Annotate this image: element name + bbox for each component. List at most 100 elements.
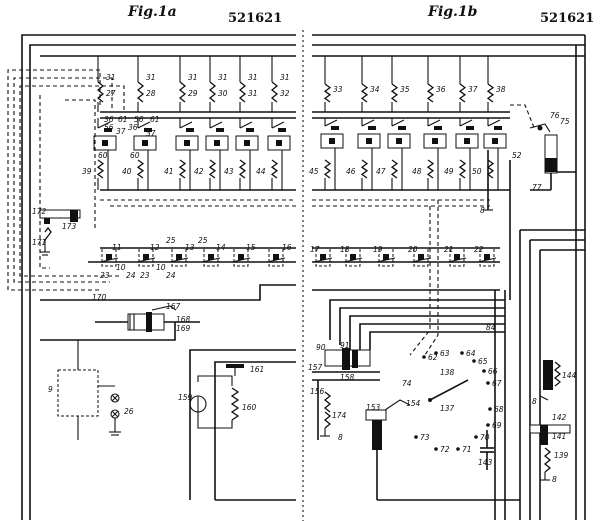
svg-text:137: 137 — [440, 404, 455, 413]
ref-47: 47 — [376, 167, 386, 176]
ref-32: 32 — [280, 89, 290, 98]
svg-text:173: 173 — [62, 222, 77, 231]
coil-46 — [362, 160, 367, 178]
ref-30: 30 — [218, 89, 228, 98]
svg-text:91: 91 — [340, 341, 350, 350]
ref-67: 67 — [492, 379, 502, 388]
svg-text:74: 74 — [402, 379, 412, 388]
contact-63 — [434, 351, 438, 355]
fig1a-lower-coils: 394041424344 — [82, 160, 277, 190]
ref-relay-b-10: 10 — [116, 263, 126, 272]
ref-42: 42 — [194, 167, 204, 176]
svg-text:154: 154 — [406, 399, 421, 408]
coil-31 — [240, 82, 245, 102]
ref-35: 35 — [400, 85, 410, 94]
relay-167-assembly — [40, 285, 296, 340]
ref-34: 34 — [370, 85, 380, 94]
svg-text:172: 172 — [32, 207, 47, 216]
ref-contact-29: 31 — [188, 73, 198, 82]
ref-69: 69 — [492, 421, 502, 430]
ref-48: 48 — [412, 167, 422, 176]
ref-relay-b-10: 10 — [156, 263, 166, 272]
contact-70 — [474, 435, 478, 439]
svg-text:138: 138 — [440, 368, 455, 377]
svg-text:139: 139 — [554, 451, 569, 460]
coil-34 — [362, 84, 367, 102]
ref-relay-21: 21 — [444, 245, 454, 254]
relay-144 — [540, 360, 560, 400]
svg-text:8: 8 — [480, 206, 485, 215]
ref-bank-60: 60 — [98, 151, 108, 160]
ref-40: 40 — [122, 167, 132, 176]
fig1a-relay-row: 1112132525141516231024231024 — [100, 236, 292, 280]
fig1b-switch-bank — [321, 118, 506, 190]
ref-43: 43 — [224, 167, 234, 176]
coil-32 — [272, 82, 277, 102]
ref-relay-b-23: 23 — [140, 271, 150, 280]
ref-relay-16: 16 — [282, 243, 292, 252]
ref-65: 65 — [478, 357, 488, 366]
motor-159-circuit — [190, 350, 296, 500]
ref-relay-b-24: 24 — [126, 271, 136, 280]
coil-30 — [210, 82, 215, 102]
svg-text:161: 161 — [250, 365, 264, 374]
ref-switch-61: 61 — [150, 115, 160, 124]
svg-text:156: 156 — [310, 387, 325, 396]
svg-text:143: 143 — [478, 458, 493, 467]
coil-48 — [428, 160, 433, 178]
contact-66 — [482, 369, 486, 373]
ref-relay-18: 18 — [340, 245, 350, 254]
coil-35 — [392, 84, 397, 102]
ref-36: 36 — [436, 85, 446, 94]
ref-49: 49 — [444, 167, 454, 176]
svg-text:52: 52 — [512, 151, 522, 160]
ref-bank-60b: 60 — [130, 151, 140, 160]
fig1a-top-coils: 273128312931303131313231 — [98, 56, 290, 112]
coil-27 — [98, 82, 103, 102]
fig1a-top-coil-row — [100, 112, 296, 118]
ref-relay-19: 19 — [373, 245, 383, 254]
figure-1b-title: Fig.1b — [427, 4, 478, 20]
coil-36 — [428, 84, 433, 102]
ref-contact-31: 31 — [248, 73, 258, 82]
ref-31: 31 — [248, 89, 258, 98]
svg-text:9: 9 — [48, 385, 53, 394]
ref-38: 38 — [496, 85, 506, 94]
figure-1a-title: Fig.1a — [127, 4, 177, 20]
svg-text:170: 170 — [92, 293, 107, 302]
coil-40 — [138, 160, 143, 178]
ref-contact-28: 31 — [146, 73, 156, 82]
ref-switch-37: 37 — [116, 127, 126, 136]
relay-172-assembly — [40, 210, 80, 255]
svg-text:8: 8 — [338, 433, 343, 442]
ref-68: 68 — [494, 405, 504, 414]
block-9-and-lamp-26 — [58, 340, 121, 440]
ref-66: 66 — [488, 367, 498, 376]
ref-27: 27 — [106, 89, 116, 98]
ref-switch-61: 61 — [118, 115, 128, 124]
fig1b-lower-coils: 454647484950 — [309, 160, 493, 190]
coil-43 — [240, 160, 245, 178]
contact-67 — [486, 381, 490, 385]
contact-64 — [460, 351, 464, 355]
ref-28: 28 — [146, 89, 156, 98]
coil-41 — [180, 160, 185, 178]
ref-contact-32: 31 — [280, 73, 290, 82]
ref-37: 37 — [468, 85, 478, 94]
coil-49 — [460, 160, 465, 178]
contact-73 — [414, 435, 418, 439]
coil-39 — [98, 160, 103, 178]
ref-relay-b-23: 23 — [100, 271, 110, 280]
svg-text:142: 142 — [552, 413, 567, 422]
ref-relay-b-24: 24 — [166, 271, 176, 280]
fig1a-switch-bank: 36375661566136376060 — [94, 115, 290, 190]
ref-relay-25: 25 — [166, 236, 176, 245]
ref-71: 71 — [462, 445, 472, 454]
ref-relay-14: 14 — [216, 243, 226, 252]
coil-42 — [210, 160, 215, 178]
svg-text:174: 174 — [332, 411, 347, 420]
svg-text:77: 77 — [532, 183, 542, 192]
svg-text:171: 171 — [32, 238, 46, 247]
ref-contact-30: 31 — [218, 73, 228, 82]
ref-relay-11: 11 — [112, 243, 122, 252]
